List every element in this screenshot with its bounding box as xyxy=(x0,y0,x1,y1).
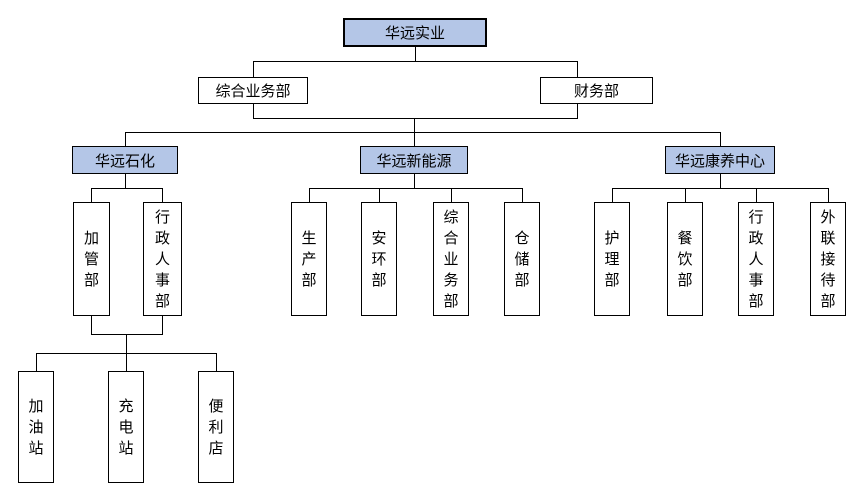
connector xyxy=(451,188,452,202)
connector xyxy=(253,118,578,119)
connector xyxy=(612,188,613,202)
connector xyxy=(91,188,92,202)
connector xyxy=(216,353,217,371)
org-node-dept[interactable]: 安环部 xyxy=(361,202,397,316)
org-node-station[interactable]: 充电站 xyxy=(108,371,144,483)
org-node-root[interactable]: 华远实业 xyxy=(343,18,487,47)
connector xyxy=(414,174,415,188)
connector xyxy=(125,132,721,133)
connector xyxy=(253,61,254,77)
connector xyxy=(91,334,163,335)
org-node-label: 综合业务部 xyxy=(443,208,459,310)
connector xyxy=(162,316,163,334)
connector xyxy=(720,132,721,146)
org-node-label: 加油站 xyxy=(28,397,44,457)
org-node-label: 护理部 xyxy=(604,229,620,289)
org-node-general-business-dept[interactable]: 综合业务部 xyxy=(198,77,308,104)
org-node-petrochemical-unit[interactable]: 华远石化 xyxy=(72,146,178,174)
org-node-label: 行政人事部 xyxy=(155,208,171,310)
connector xyxy=(253,61,578,62)
org-node-station[interactable]: 便利店 xyxy=(198,371,234,483)
org-node-dept[interactable]: 综合业务部 xyxy=(433,202,469,316)
org-node-dept[interactable]: 护理部 xyxy=(594,202,630,316)
connector xyxy=(522,188,523,202)
org-node-finance-dept[interactable]: 财务部 xyxy=(540,77,653,104)
org-node-label: 华远新能源 xyxy=(376,152,452,170)
org-node-dept[interactable]: 餐饮部 xyxy=(667,202,703,316)
connector xyxy=(253,104,254,118)
connector xyxy=(756,188,757,202)
connector xyxy=(125,174,126,188)
connector xyxy=(91,188,163,189)
org-node-label: 加管部 xyxy=(84,229,100,289)
connector xyxy=(309,188,310,202)
org-node-label: 安环部 xyxy=(371,229,387,289)
org-node-station[interactable]: 加油站 xyxy=(18,371,54,483)
connector xyxy=(125,132,126,146)
org-node-dept[interactable]: 仓储部 xyxy=(504,202,540,316)
connector xyxy=(309,188,522,189)
connector xyxy=(612,188,828,189)
org-node-label: 华远实业 xyxy=(384,25,445,42)
org-node-label: 财务部 xyxy=(573,83,619,100)
org-node-label: 华远康养中心 xyxy=(674,152,765,170)
org-node-label: 华远石化 xyxy=(94,152,155,170)
org-node-label: 仓储部 xyxy=(514,229,530,289)
connector xyxy=(720,174,721,188)
connector xyxy=(126,334,127,353)
org-node-label: 生产部 xyxy=(301,229,317,289)
org-node-dept[interactable]: 生产部 xyxy=(291,202,327,316)
connector xyxy=(162,188,163,202)
connector xyxy=(577,61,578,77)
org-node-label: 行政人事部 xyxy=(748,208,764,310)
connector xyxy=(379,188,380,202)
org-node-label: 餐饮部 xyxy=(677,229,693,289)
connector xyxy=(36,353,37,371)
org-node-wellness-center-unit[interactable]: 华远康养中心 xyxy=(665,146,775,174)
org-node-new-energy-unit[interactable]: 华远新能源 xyxy=(360,146,468,174)
org-node-label: 外联接待部 xyxy=(820,208,836,310)
org-node-dept[interactable]: 行政人事部 xyxy=(738,202,774,316)
org-node-dept[interactable]: 行政人事部 xyxy=(143,202,182,316)
connector xyxy=(828,188,829,202)
org-node-label: 便利店 xyxy=(208,397,224,457)
connector xyxy=(685,188,686,202)
connector xyxy=(577,104,578,118)
connector xyxy=(415,47,416,61)
org-node-label: 综合业务部 xyxy=(215,83,291,100)
org-node-label: 充电站 xyxy=(118,397,134,457)
org-node-dept[interactable]: 外联接待部 xyxy=(810,202,846,316)
org-node-dept[interactable]: 加管部 xyxy=(73,202,110,316)
connector xyxy=(91,316,92,334)
connector xyxy=(126,353,127,371)
